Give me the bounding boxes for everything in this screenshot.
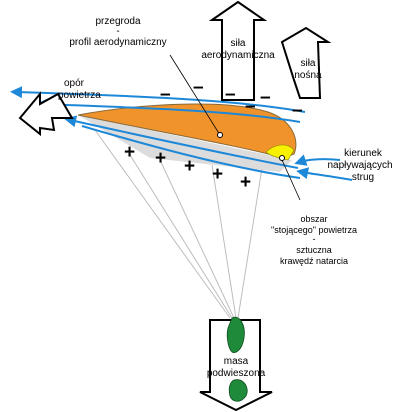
label-partition-title: przegroda [95, 16, 140, 27]
label-aero-force-1: siła [230, 38, 245, 49]
label-stagnation-1: obszar [300, 214, 327, 224]
label-flow-1: kierunek [344, 148, 383, 159]
airfoil-shape [77, 103, 297, 159]
minus-sign-1: – [160, 84, 171, 105]
mass-arrow-icon [199, 319, 273, 412]
flow-line-lower-2 [81, 125, 301, 179]
label-lift-force-1: siła [300, 58, 315, 69]
minus-sign-6: – [292, 100, 303, 121]
label-stagnation-4: krawędź natarcia [280, 256, 348, 266]
suspension-lines [94, 129, 263, 319]
label-partition-sub: profil aerodynamiczny [69, 37, 166, 48]
label-partition-dash: - [116, 26, 119, 37]
label-flow-2: napływających [327, 160, 392, 171]
flow-line-incoming-2 [296, 167, 353, 181]
callout-dot-stagnation [279, 155, 285, 161]
mass-figure [226, 316, 248, 402]
drag-arrow-icon [18, 91, 74, 137]
minus-sign-5: – [260, 87, 271, 108]
flow-line-upper [10, 86, 306, 113]
flow-line-upper-2 [36, 98, 301, 123]
minus-sign-3: – [225, 84, 236, 105]
label-drag-2: powietrza [58, 90, 101, 101]
plus-sign-5: + [240, 172, 251, 193]
label-stagnation-3: sztuczna [296, 245, 332, 255]
minus-signs: – – – – – – [160, 77, 303, 121]
callout-lines [169, 54, 301, 201]
aerodynamic-force-arrow-icon [208, 0, 268, 101]
plus-sign-4: + [212, 164, 223, 185]
label-drag-1: opór [64, 78, 85, 89]
callout-dot-partition [217, 132, 223, 138]
plus-sign-3: + [184, 156, 195, 177]
minus-sign-4: – [245, 96, 256, 117]
pressure-zone [78, 115, 292, 172]
label-mass-1: masa [224, 356, 249, 367]
minus-sign-2: – [193, 77, 204, 98]
label-aero-force-2: aerodynamiczna [201, 50, 275, 61]
label-stagnation-2: "stojącego" powietrza [271, 225, 357, 235]
label-flow-3: strug [352, 172, 374, 183]
lift-force-arrow-icon [280, 26, 332, 99]
plus-sign-2: + [155, 148, 166, 169]
label-stagnation-dash: - [313, 234, 316, 244]
flow-line-incoming-1 [294, 154, 341, 166]
plus-sign-1: + [124, 142, 135, 163]
label-lift-force-2: nośna [294, 70, 322, 81]
label-mass-2: podwieszona [207, 368, 266, 379]
stagnation-area [265, 144, 295, 161]
flow-lines [10, 86, 353, 181]
flow-line-lower [64, 115, 299, 169]
plus-signs: + + + + + [124, 142, 251, 193]
